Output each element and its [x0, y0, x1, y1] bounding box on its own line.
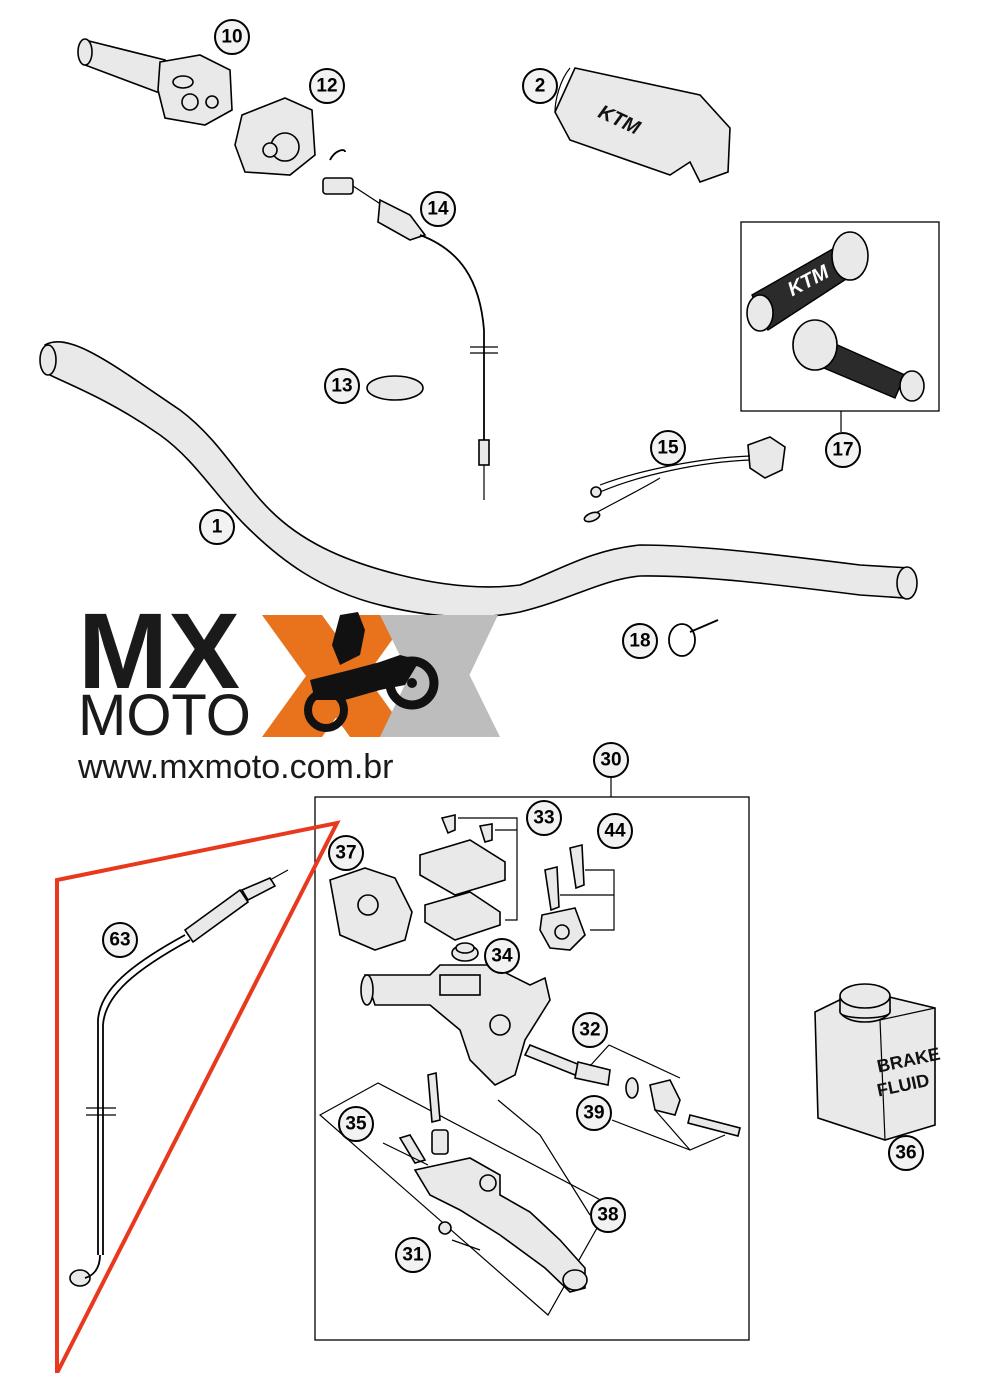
throttle-grip[interactable] — [77, 38, 233, 126]
logo-mx-text: MX — [78, 590, 240, 711]
lever-bracket-cover[interactable] — [329, 867, 413, 951]
callout-13[interactable]: 13 — [324, 368, 360, 404]
svg-text:36: 36 — [895, 1143, 916, 1164]
brake-fluid-bottle[interactable]: BRAKE FLUID — [814, 983, 942, 1141]
callout-35[interactable]: 35 — [338, 1106, 374, 1142]
callout-31[interactable]: 31 — [395, 1237, 431, 1273]
logo-url-text: www.mxmoto.com.br — [77, 748, 394, 786]
master-cylinder-frame — [314, 796, 750, 1341]
rider-silhouette — [304, 612, 439, 732]
highlight-outline — [55, 820, 341, 1373]
logo-moto-text: MOTO — [78, 683, 251, 748]
svg-text:14: 14 — [427, 199, 449, 220]
svg-text:31: 31 — [402, 1245, 424, 1266]
svg-text:35: 35 — [345, 1114, 367, 1135]
grips[interactable]: KTM — [746, 231, 925, 402]
svg-text:1: 1 — [212, 517, 223, 538]
callout-14[interactable]: 14 — [420, 191, 456, 227]
svg-text:15: 15 — [657, 438, 679, 459]
boot-and-push-rod[interactable] — [611, 1077, 741, 1151]
callout-12[interactable]: 12 — [309, 68, 345, 104]
svg-text:2: 2 — [535, 76, 546, 97]
svg-text:17: 17 — [832, 440, 853, 461]
svg-text:13: 13 — [331, 376, 352, 397]
reservoir-cover[interactable] — [419, 813, 518, 941]
svg-text:63: 63 — [109, 930, 130, 951]
lever-assembly[interactable] — [318, 1071, 611, 1316]
callout-36[interactable]: 36 — [888, 1135, 924, 1171]
callout-18[interactable]: 18 — [622, 623, 658, 659]
svg-text:10: 10 — [221, 27, 242, 48]
clutch-hose[interactable] — [69, 869, 289, 1287]
brand-logo: MX MOTO www.mxmoto.com.br — [77, 590, 500, 786]
svg-text:12: 12 — [316, 76, 337, 97]
handlebar[interactable] — [39, 340, 918, 618]
svg-text:44: 44 — [604, 821, 626, 842]
svg-text:30: 30 — [600, 750, 621, 771]
oval-plate[interactable] — [366, 375, 424, 401]
callout-34[interactable]: 34 — [484, 938, 520, 974]
svg-text:32: 32 — [579, 1020, 600, 1041]
throttle-cable[interactable] — [322, 149, 498, 500]
svg-text:34: 34 — [491, 946, 513, 967]
callout-10[interactable]: 10 — [214, 19, 250, 55]
diaphragm-cap[interactable] — [451, 942, 479, 962]
callout-38[interactable]: 38 — [590, 1197, 626, 1233]
callout-30[interactable]: 30 — [593, 742, 629, 778]
kill-switch[interactable] — [583, 436, 786, 523]
svg-text:39: 39 — [583, 1103, 604, 1124]
callout-39[interactable]: 39 — [576, 1095, 612, 1131]
svg-text:38: 38 — [597, 1205, 618, 1226]
callout-63[interactable]: 63 — [102, 922, 138, 958]
piston-kit[interactable] — [523, 1043, 681, 1086]
handlebar-pad[interactable]: KTM — [554, 67, 731, 183]
svg-text:37: 37 — [335, 843, 356, 864]
callout-2[interactable]: 2 — [522, 68, 558, 104]
clamp-and-bolts[interactable] — [539, 843, 615, 951]
callout-44[interactable]: 44 — [597, 813, 633, 849]
svg-text:33: 33 — [533, 808, 554, 829]
cable-tie[interactable] — [668, 619, 719, 657]
throttle-housing-cover[interactable] — [234, 97, 316, 176]
callout-37[interactable]: 37 — [328, 835, 364, 871]
callout-32[interactable]: 32 — [572, 1012, 608, 1048]
callout-15[interactable]: 15 — [650, 430, 686, 466]
callout-33[interactable]: 33 — [526, 800, 562, 836]
callout-17[interactable]: 17 — [825, 432, 861, 468]
callout-1[interactable]: 1 — [199, 509, 235, 545]
master-cylinder-body[interactable] — [360, 964, 551, 1086]
grips-frame — [740, 221, 940, 412]
svg-text:18: 18 — [629, 631, 650, 652]
